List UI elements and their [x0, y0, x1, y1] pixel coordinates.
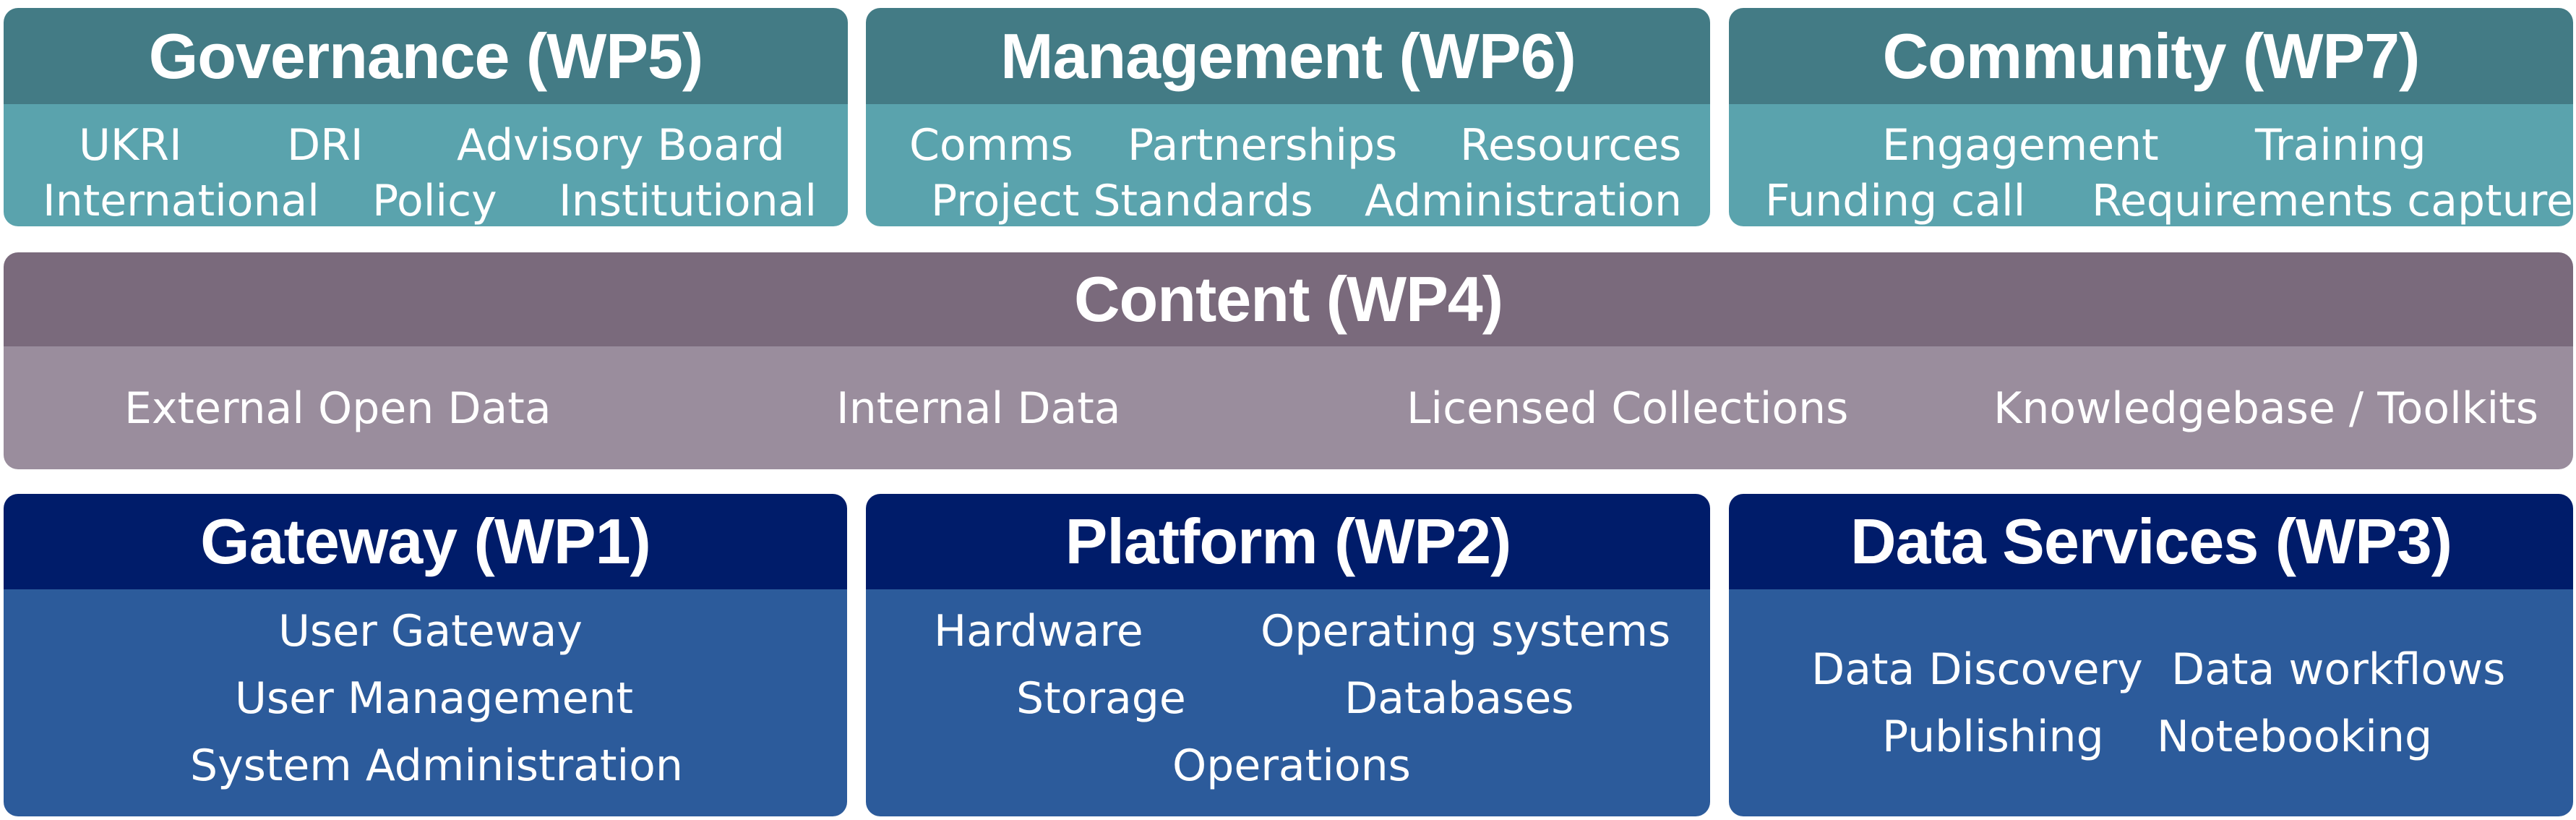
platform-body: Hardware Operating systems Storage Datab… — [866, 589, 1710, 816]
gateway-box: Gateway (WP1) User Gateway User Manageme… — [4, 494, 847, 816]
data-services-body: Data Discovery Data workflows Publishing… — [1729, 589, 2573, 816]
community-box: Community (WP7) Engagement Training Fund… — [1729, 8, 2573, 226]
governance-item: Advisory Board — [457, 120, 785, 171]
gateway-body: User Gateway User Management System Admi… — [4, 589, 847, 816]
content-title: Content (WP4) — [4, 252, 2573, 346]
platform-item: Databases — [1344, 673, 1574, 724]
community-title: Community (WP7) — [1729, 8, 2573, 104]
governance-body: UKRI DRI Advisory Board International Po… — [4, 104, 848, 226]
management-item: Administration — [1365, 176, 1683, 226]
gateway-title: Gateway (WP1) — [4, 494, 847, 589]
governance-item: International — [43, 176, 319, 226]
gateway-item: User Management — [235, 673, 634, 724]
management-body: Comms Partnerships Resources Project Sta… — [866, 104, 1710, 226]
content-body: External Open Data Internal Data License… — [4, 346, 2573, 469]
platform-item: Operations — [1172, 740, 1411, 791]
community-item: Requirements capture — [2092, 176, 2573, 226]
management-box: Management (WP6) Comms Partnerships Reso… — [866, 8, 1710, 226]
community-item: Funding call — [1765, 176, 2026, 226]
governance-item: Institutional — [559, 176, 817, 226]
content-item: Internal Data — [836, 383, 1121, 434]
community-item: Engagement — [1882, 120, 2159, 171]
management-item: Partnerships — [1128, 120, 1398, 171]
governance-box: Governance (WP5) UKRI DRI Advisory Board… — [4, 8, 848, 226]
governance-item: UKRI — [79, 120, 182, 171]
community-item: Training — [2255, 120, 2426, 171]
governance-item: DRI — [287, 120, 364, 171]
platform-item: Hardware — [934, 606, 1143, 657]
gateway-item: System Administration — [190, 740, 683, 791]
platform-item: Operating systems — [1261, 606, 1671, 657]
community-body: Engagement Training Funding call Require… — [1729, 104, 2573, 226]
management-item: Project Standards — [931, 176, 1313, 226]
data-services-item: Data Discovery — [1811, 644, 2143, 695]
data-services-box: Data Services (WP3) Data Discovery Data … — [1729, 494, 2573, 816]
data-services-title: Data Services (WP3) — [1729, 494, 2573, 589]
management-item: Comms — [909, 120, 1073, 171]
gateway-item: User Gateway — [278, 606, 583, 657]
management-title: Management (WP6) — [866, 8, 1710, 104]
data-services-item: Data workflows — [2171, 644, 2506, 695]
data-services-item: Publishing — [1882, 712, 2104, 762]
governance-title: Governance (WP5) — [4, 8, 848, 104]
platform-box: Platform (WP2) Hardware Operating system… — [866, 494, 1710, 816]
governance-item: Policy — [372, 176, 497, 226]
content-item: Knowledgebase / Toolkits — [1993, 383, 2538, 434]
content-item: External Open Data — [124, 383, 551, 434]
platform-title: Platform (WP2) — [866, 494, 1710, 589]
content-box: Content (WP4) External Open Data Interna… — [4, 252, 2573, 469]
content-item: Licensed Collections — [1407, 383, 1849, 434]
management-item: Resources — [1460, 120, 1682, 171]
data-services-item: Notebooking — [2157, 712, 2433, 762]
platform-item: Storage — [1016, 673, 1186, 724]
